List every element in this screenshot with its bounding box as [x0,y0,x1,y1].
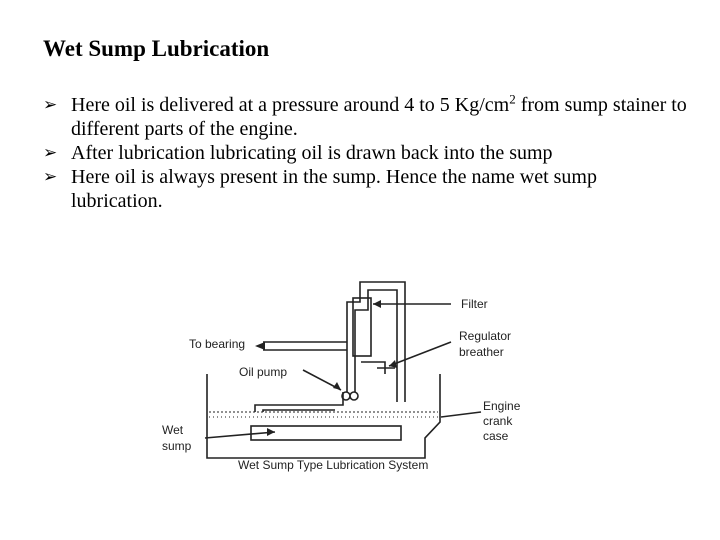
slide-title: Wet Sump Lubrication [43,36,270,61]
lubrication-diagram: Filter Regulator breather To bearing Oil… [162,281,521,472]
diagram-caption: Wet Sump Type Lubrication System [238,458,428,472]
bullet-text: Here oil is always present in the sump. … [71,166,597,212]
sump-outline [206,374,441,459]
label-oil-pump: Oil pump [239,365,287,379]
bullet-item: ➢ Here oil is delivered at a pressure ar… [43,91,693,141]
label-to-bearing: To bearing [189,337,245,351]
delivery-pipe [346,281,406,402]
bullet-item: ➢ Here oil is always present in the sump… [43,165,693,213]
suction-pipe [254,392,344,412]
arrow-bullet-icon: ➢ [43,143,58,163]
bullet-list: ➢ Here oil is delivered at a pressure ar… [43,91,693,213]
label-wet: Wet [162,423,184,437]
regulator [361,361,395,374]
label-case: case [483,429,509,443]
label-breather: breather [459,345,504,359]
arrow-bullet-icon: ➢ [43,95,58,115]
filter-box [352,297,372,357]
strainer [250,425,402,441]
bullet-item: ➢ After lubrication lubricating oil is d… [43,141,693,165]
bullet-text-continued: from sump stainer to different parts of … [71,94,687,140]
label-sump: sump [162,439,192,453]
label-engine: Engine [483,399,521,413]
bullet-text: After lubrication lubricating oil is dra… [71,142,553,164]
label-regulator: Regulator [459,329,511,343]
arrow-bullet-icon: ➢ [43,167,58,187]
bullet-superscript: 2 [509,91,516,107]
bullet-text: Here oil is delivered at a pressure arou… [71,94,510,116]
label-crank: crank [483,414,513,428]
label-filter: Filter [461,297,488,311]
